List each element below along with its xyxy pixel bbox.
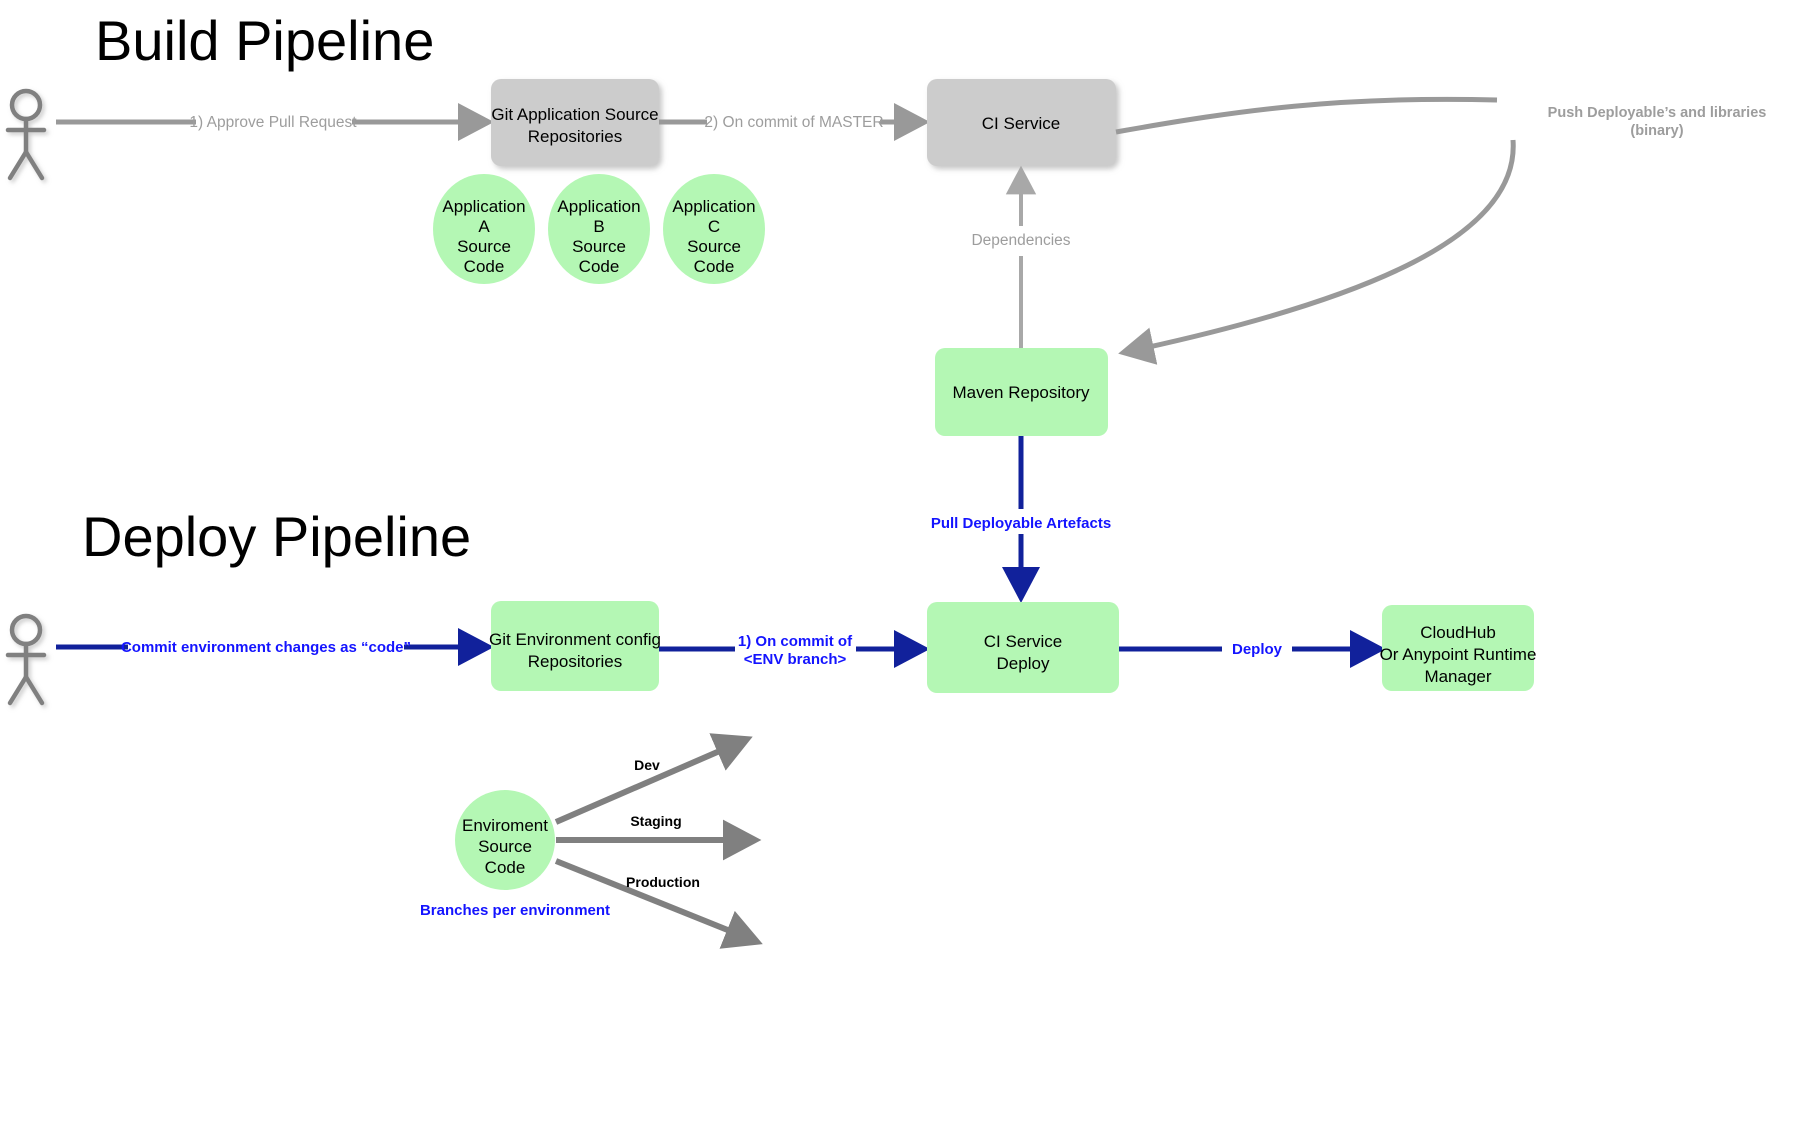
branch-arrow-staging: Staging	[556, 813, 762, 861]
branch-label-staging: Staging	[630, 813, 681, 829]
edge-push-deployables: Push Deployable’s and libraries (binary)	[1115, 96, 1767, 365]
edge-label-on-commit-master: 2) On commit of MASTER	[704, 114, 883, 131]
node-label-cloudhub-line1: CloudHub	[1420, 623, 1496, 642]
deploy-pipeline-title: Deploy Pipeline	[82, 505, 471, 568]
node-git-environment-config-repositories[interactable]: Git Environment config Repositories	[489, 601, 661, 691]
label-app-c-l4: Code	[694, 257, 735, 276]
branch-arrow-dev: Dev	[554, 733, 753, 825]
node-label-git-env-config-line1: Git Environment config	[489, 630, 661, 649]
node-label-git-env-config-line2: Repositories	[528, 652, 623, 671]
edge-on-commit-master: 2) On commit of MASTER	[659, 103, 931, 141]
environment-source-code-circle[interactable]: Enviroment Source Code	[455, 790, 555, 890]
branch-label-production: Production	[626, 874, 700, 890]
node-label-ci-service-deploy-line2: Deploy	[997, 654, 1050, 673]
edge-label-on-commit-env-line1: 1) On commit of	[738, 633, 853, 650]
source-code-circle-application-b[interactable]: Application B Source Code	[548, 174, 650, 284]
edge-pull-deployable-artefacts: Pull Deployable Artefacts	[931, 436, 1111, 604]
label-app-b-l3: Source	[572, 237, 626, 256]
edge-label-approve-pull-request: 1) Approve Pull Request	[189, 114, 357, 131]
edge-label-on-commit-env-line2: <ENV branch>	[744, 651, 847, 668]
node-maven-repository[interactable]: Maven Repository	[935, 348, 1108, 436]
label-app-c-l1: Application	[672, 197, 755, 216]
node-ci-service[interactable]: CI Service	[927, 79, 1116, 166]
label-app-b-l1: Application	[557, 197, 640, 216]
label-app-c-l2: C	[708, 217, 720, 236]
build-pipeline-title: Build Pipeline	[95, 9, 434, 72]
node-cloudhub-runtime-manager[interactable]: CloudHub Or Anypoint Runtime Manager	[1380, 605, 1537, 691]
node-label-cloudhub-line2: Or Anypoint Runtime	[1380, 645, 1537, 664]
node-label-git-app-source-line1: Git Application Source	[491, 105, 658, 124]
environment-branches-caption: Branches per environment	[420, 902, 610, 919]
node-label-ci-service-deploy-line1: CI Service	[984, 632, 1062, 651]
label-app-a-l2: A	[478, 217, 490, 236]
deploy-actor-icon	[5, 613, 47, 706]
source-code-circle-application-a[interactable]: Application A Source Code	[433, 174, 535, 284]
edge-label-dependencies: Dependencies	[971, 232, 1070, 249]
branch-label-dev: Dev	[634, 757, 660, 773]
edge-label-commit-environment-changes: Commit environment changes as “code”	[121, 639, 411, 656]
source-code-circle-application-c[interactable]: Application C Source Code	[663, 174, 765, 284]
label-environment-l2: Source	[478, 837, 532, 856]
node-label-ci-service: CI Service	[982, 114, 1060, 133]
branch-arrow-production: Production	[554, 858, 763, 949]
node-ci-service-deploy[interactable]: CI Service Deploy	[927, 602, 1119, 693]
edge-label-pull-deployable-artefacts: Pull Deployable Artefacts	[931, 515, 1111, 532]
edge-label-deploy: Deploy	[1232, 641, 1283, 658]
node-git-application-source-repositories[interactable]: Git Application Source Repositories	[491, 79, 659, 166]
edge-label-push-deployables-line1: Push Deployable’s and libraries	[1548, 105, 1767, 121]
node-label-maven-repository: Maven Repository	[952, 383, 1090, 402]
label-app-b-l2: B	[593, 217, 604, 236]
build-actor-icon	[5, 88, 47, 181]
label-environment-l3: Code	[485, 858, 526, 877]
label-app-a-l1: Application	[442, 197, 525, 216]
edge-on-commit-env-branch: 1) On commit of <ENV branch>	[659, 630, 931, 668]
label-environment-l1: Enviroment	[462, 816, 548, 835]
label-app-a-l3: Source	[457, 237, 511, 256]
edge-deploy: Deploy	[1119, 630, 1387, 668]
label-app-c-l3: Source	[687, 237, 741, 256]
node-label-git-app-source-line2: Repositories	[528, 127, 623, 146]
edge-approve-pull-request: 1) Approve Pull Request	[56, 103, 495, 141]
edge-commit-environment-changes: Commit environment changes as “code”	[56, 628, 495, 666]
edge-label-push-deployables-line2: (binary)	[1630, 123, 1683, 139]
node-label-cloudhub-line3: Manager	[1424, 667, 1491, 686]
edge-dependencies: Dependencies	[971, 165, 1071, 348]
label-app-a-l4: Code	[464, 257, 505, 276]
label-app-b-l4: Code	[579, 257, 620, 276]
